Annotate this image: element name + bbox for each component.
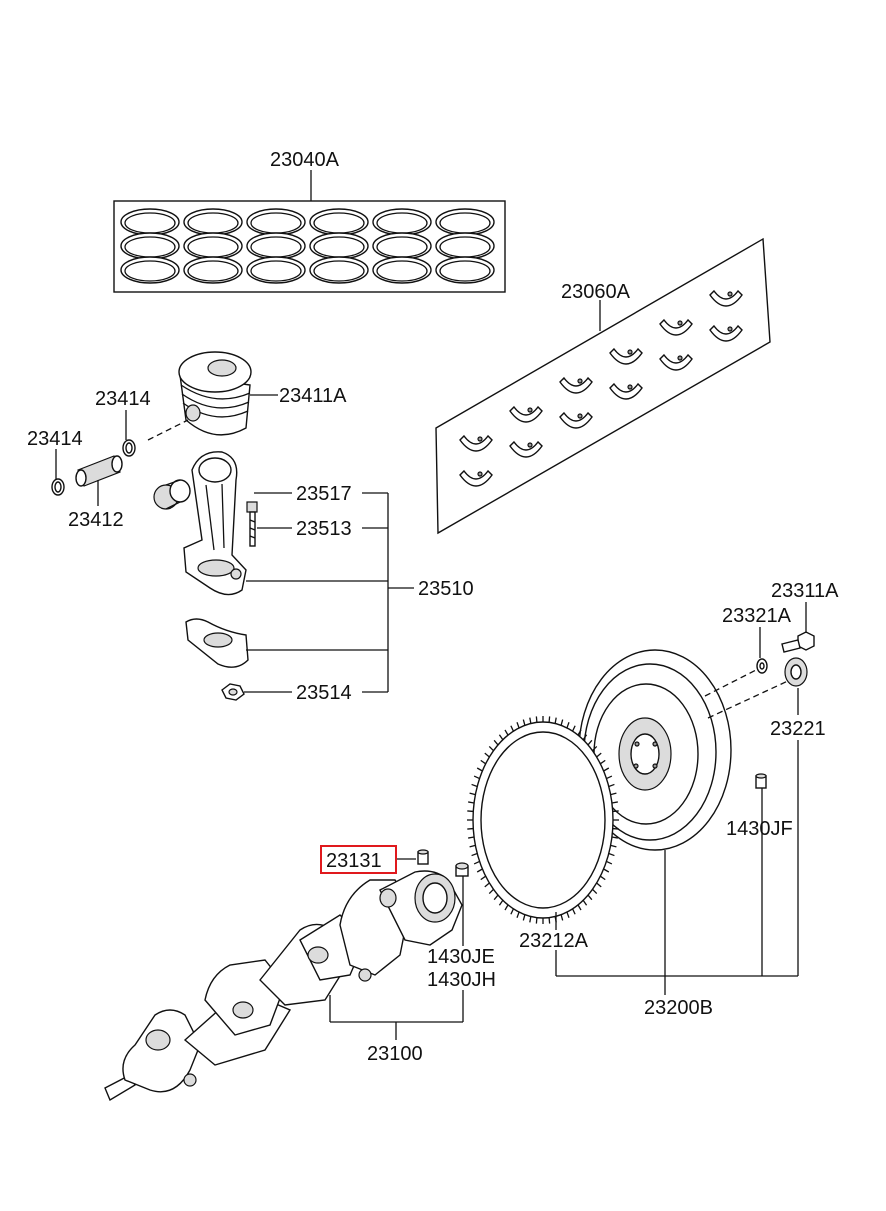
label-dowel-je[interactable]: 1430JE bbox=[427, 946, 495, 968]
crank-dowel bbox=[455, 862, 469, 877]
flywheel-dowel bbox=[755, 773, 767, 789]
rod-bushing bbox=[153, 479, 191, 510]
bearing-shell bbox=[559, 411, 593, 429]
bearing-shell bbox=[709, 324, 743, 342]
crankshaft bbox=[104, 870, 463, 1102]
label-bearing-set[interactable]: 23060A bbox=[561, 281, 631, 303]
piston bbox=[178, 351, 252, 436]
bearing-shell bbox=[509, 405, 543, 423]
bearing-shell bbox=[659, 353, 693, 371]
snap-ring-lower bbox=[51, 478, 65, 496]
flywheel-bolt bbox=[781, 631, 815, 653]
label-rear-bearing[interactable]: 23221 bbox=[770, 718, 826, 740]
rod-nut bbox=[221, 683, 245, 701]
bearing-shell bbox=[459, 434, 493, 452]
label-flywheel-assy[interactable]: 23200B bbox=[644, 997, 713, 1019]
bearing-shell bbox=[609, 382, 643, 400]
snap-ring-upper bbox=[122, 439, 136, 457]
label-washer[interactable]: 23321A bbox=[722, 605, 792, 627]
crank-pin bbox=[417, 849, 429, 865]
piston-pin bbox=[75, 455, 123, 487]
label-dowel-jh[interactable]: 1430JH bbox=[427, 969, 496, 991]
bearing-shell bbox=[509, 440, 543, 458]
label-piston-pin[interactable]: 23412 bbox=[68, 509, 124, 531]
label-piston-ring-set[interactable]: 23040A bbox=[270, 149, 340, 171]
rod-cap bbox=[185, 618, 249, 668]
bearing-shell bbox=[709, 289, 743, 307]
label-snap-ring-lower[interactable]: 23414 bbox=[27, 428, 83, 450]
highlight-box bbox=[320, 845, 397, 874]
label-bushing[interactable]: 23517 bbox=[296, 483, 352, 505]
label-bolt[interactable]: 23513 bbox=[296, 518, 352, 540]
label-flywheel-dowel[interactable]: 1430JF bbox=[726, 818, 793, 840]
label-piston[interactable]: 23411A bbox=[279, 385, 347, 407]
label-connecting-rod[interactable]: 23510 bbox=[418, 578, 474, 600]
bearing-shell bbox=[459, 469, 493, 487]
bearing-shell bbox=[559, 376, 593, 394]
rear-bearing bbox=[784, 657, 808, 687]
bearing-shell bbox=[659, 318, 693, 336]
main-bearing-set bbox=[435, 237, 771, 535]
label-crank-pin[interactable]: 23131 bbox=[326, 850, 382, 872]
label-flywheel-bolt[interactable]: 23311A bbox=[771, 580, 839, 602]
label-ring-gear[interactable]: 23212A bbox=[519, 930, 589, 952]
bearing-shell bbox=[609, 347, 643, 365]
ring-gear bbox=[467, 716, 619, 924]
label-crankshaft[interactable]: 23100 bbox=[367, 1043, 423, 1065]
label-snap-ring-upper[interactable]: 23414 bbox=[95, 388, 151, 410]
connecting-rod bbox=[183, 451, 247, 596]
flywheel bbox=[578, 649, 732, 851]
piston-ring-set bbox=[113, 200, 506, 293]
rod-bolt bbox=[246, 501, 258, 547]
label-nut[interactable]: 23514 bbox=[296, 682, 352, 704]
washer bbox=[756, 658, 768, 674]
